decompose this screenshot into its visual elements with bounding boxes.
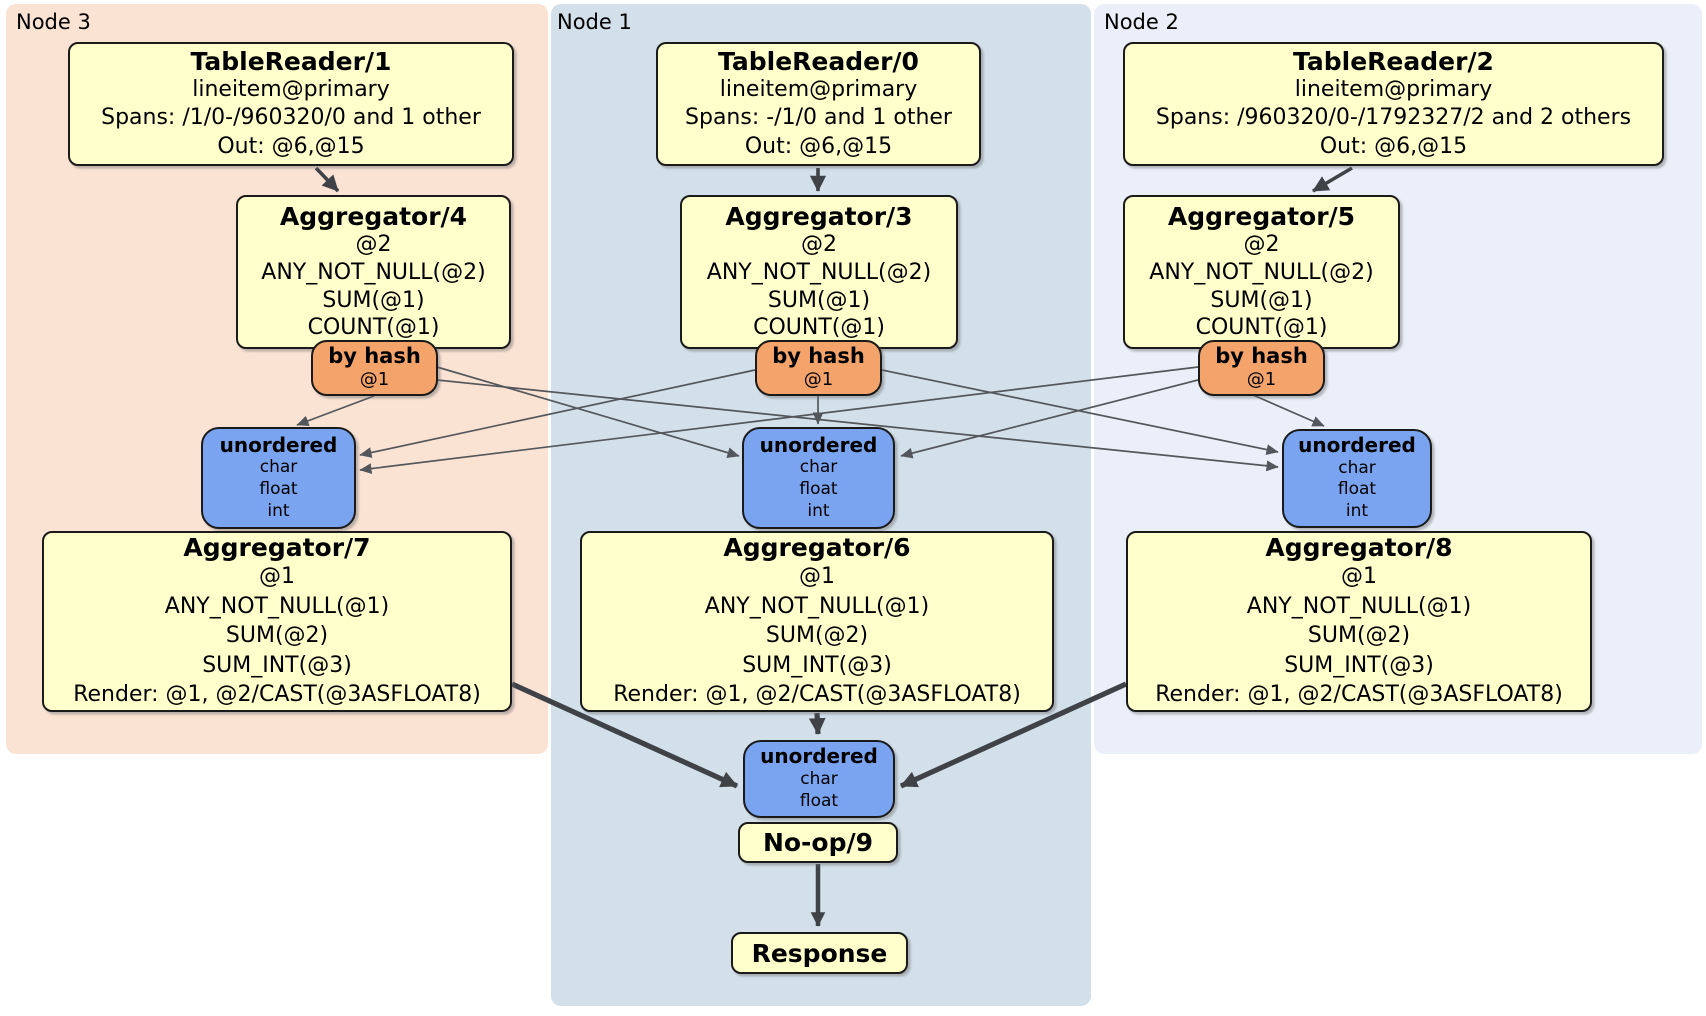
processor-detail: ANY_NOT_NULL(@2): [261, 259, 486, 285]
processor-detail: Render: @1, @2/CAST(@3ASFLOAT8): [613, 682, 1021, 708]
router-detail: @1: [359, 368, 390, 390]
processor-detail: @1: [259, 564, 295, 590]
sync-column: char: [800, 769, 838, 790]
sync-title: unordered: [219, 432, 338, 457]
processor-detail: COUNT(@1): [1195, 315, 1328, 341]
processor-detail: SUM(@1): [322, 287, 425, 313]
processor-title: TableReader/1: [190, 46, 392, 76]
router-by-hash-mid: by hash @1: [755, 340, 882, 396]
processor-aggregator-4: Aggregator/4 @2 ANY_NOT_NULL(@2) SUM(@1)…: [236, 195, 511, 349]
sync-column: char: [799, 457, 838, 478]
processor-detail: Out: @6,@15: [1319, 133, 1468, 159]
processor-detail: @2: [801, 232, 837, 258]
processor-detail: ANY_NOT_NULL(@1): [1246, 593, 1472, 619]
sync-unordered-final: unordered char float: [743, 740, 895, 818]
processor-tablereader-0: TableReader/0 lineitem@primary Spans: -/…: [656, 42, 981, 166]
processor-detail: lineitem@primary: [719, 76, 918, 102]
processor-title: Aggregator/7: [183, 533, 371, 563]
region-label-node1: Node 1: [557, 10, 632, 34]
processor-aggregator-7: Aggregator/7 @1 ANY_NOT_NULL(@1) SUM(@2)…: [42, 531, 512, 712]
sync-title: unordered: [759, 432, 878, 457]
processor-detail: lineitem@primary: [1294, 76, 1493, 102]
processor-title: TableReader/2: [1293, 46, 1494, 76]
processor-title: Response: [751, 938, 888, 968]
sync-unordered-right: unordered char float int: [1282, 429, 1432, 528]
region-label-node2: Node 2: [1104, 10, 1179, 34]
processor-detail: Render: @1, @2/CAST(@3ASFLOAT8): [1155, 682, 1563, 708]
sync-column: float: [259, 478, 298, 499]
processor-aggregator-6: Aggregator/6 @1 ANY_NOT_NULL(@1) SUM(@2)…: [580, 531, 1054, 712]
sync-column: char: [1338, 457, 1376, 478]
processor-detail: @2: [355, 232, 392, 258]
processor-detail: SUM(@2): [1307, 623, 1411, 649]
processor-detail: @1: [1341, 564, 1377, 590]
processor-detail: SUM_INT(@3): [202, 652, 352, 678]
processor-aggregator-8: Aggregator/8 @1 ANY_NOT_NULL(@1) SUM(@2)…: [1126, 531, 1592, 712]
processor-detail: Render: @1, @2/CAST(@3ASFLOAT8): [73, 682, 481, 708]
processor-detail: Out: @6,@15: [744, 133, 893, 159]
processor-detail: SUM(@1): [1210, 287, 1313, 313]
router-title: by hash: [1215, 344, 1308, 369]
sync-column: int: [807, 500, 830, 521]
router-by-hash-left: by hash @1: [311, 340, 438, 396]
processor-detail: Spans: /1/0-/960320/0 and 1 other: [101, 105, 481, 131]
processor-detail: Spans: -/1/0 and 1 other: [685, 105, 952, 131]
sync-title: unordered: [760, 744, 878, 769]
router-by-hash-right: by hash @1: [1198, 340, 1325, 396]
processor-detail: lineitem@primary: [192, 76, 390, 102]
processor-detail: SUM(@2): [225, 623, 329, 649]
processor-title: Aggregator/8: [1265, 533, 1453, 563]
sync-title: unordered: [1298, 433, 1416, 458]
processor-tablereader-1: TableReader/1 lineitem@primary Spans: /1…: [68, 42, 514, 166]
processor-detail: @2: [1243, 232, 1280, 258]
processor-detail: ANY_NOT_NULL(@1): [704, 593, 930, 619]
sync-column: float: [1337, 479, 1377, 500]
processor-detail: SUM_INT(@3): [1284, 652, 1434, 678]
sync-column: int: [267, 500, 290, 521]
processor-title: Aggregator/3: [725, 202, 913, 232]
processor-title: Aggregator/5: [1167, 202, 1356, 232]
router-title: by hash: [772, 344, 865, 369]
processor-detail: ANY_NOT_NULL(@2): [1149, 259, 1374, 285]
sync-unordered-left: unordered char float int: [201, 427, 356, 529]
processor-title: Aggregator/6: [723, 533, 911, 563]
sync-unordered-mid: unordered char float int: [742, 427, 895, 529]
region-label-node3: Node 3: [16, 10, 91, 34]
processor-title: No-op/9: [762, 828, 874, 857]
processor-detail: @1: [799, 564, 835, 590]
processor-detail: ANY_NOT_NULL(@1): [164, 593, 390, 619]
router-title: by hash: [328, 344, 421, 369]
sync-column: float: [799, 790, 839, 811]
processor-detail: Out: @6,@15: [217, 133, 365, 159]
sync-column: char: [259, 457, 298, 478]
processor-detail: SUM_INT(@3): [742, 652, 892, 678]
sync-column: int: [1345, 501, 1369, 522]
processor-title: Aggregator/4: [279, 202, 468, 232]
processor-detail: ANY_NOT_NULL(@2): [706, 259, 932, 285]
processor-title: TableReader/0: [718, 46, 919, 76]
processor-tablereader-2: TableReader/2 lineitem@primary Spans: /9…: [1123, 42, 1664, 166]
processor-detail: SUM(@2): [765, 623, 869, 649]
processor-noop-9: No-op/9: [738, 822, 898, 863]
router-detail: @1: [1246, 368, 1277, 390]
router-detail: @1: [803, 368, 834, 390]
sync-column: float: [799, 478, 838, 499]
processor-detail: Spans: /960320/0-/1792327/2 and 2 others: [1155, 105, 1632, 131]
processor-response: Response: [731, 932, 908, 974]
processor-detail: COUNT(@1): [753, 315, 885, 341]
processor-aggregator-3: Aggregator/3 @2 ANY_NOT_NULL(@2) SUM(@1)…: [680, 195, 958, 349]
processor-aggregator-5: Aggregator/5 @2 ANY_NOT_NULL(@2) SUM(@1)…: [1123, 195, 1400, 349]
processor-detail: SUM(@1): [767, 287, 871, 313]
processor-detail: COUNT(@1): [307, 315, 440, 341]
